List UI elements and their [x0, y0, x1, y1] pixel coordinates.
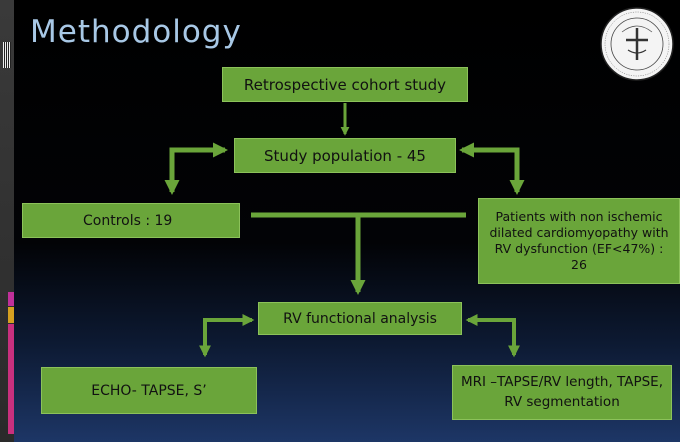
study-type-box: Retrospective cohort study — [222, 67, 468, 102]
edge-accent-magenta — [8, 292, 14, 306]
population-label: Study population - 45 — [264, 146, 426, 165]
analysis-box: RV functional analysis — [258, 302, 462, 335]
population-box: Study population - 45 — [234, 138, 456, 173]
echo-box: ECHO- TAPSE, S’ — [41, 367, 257, 414]
mri-label: MRI –TAPSE/RV length, TAPSE, RV segmenta… — [460, 373, 664, 410]
slide-edge-bar — [0, 0, 14, 442]
barcode-strip — [3, 42, 11, 68]
study-type-label: Retrospective cohort study — [243, 75, 447, 94]
patients-box: Patients with non ischemic dilated cardi… — [478, 198, 680, 284]
edge-accent-pink — [8, 324, 14, 434]
echo-label: ECHO- TAPSE, S’ — [91, 382, 207, 399]
college-seal-logo — [600, 7, 674, 81]
edge-accent-amber — [8, 307, 14, 323]
controls-box: Controls : 19 — [22, 203, 240, 238]
slide-title: Methodology — [30, 14, 242, 50]
patients-label: Patients with non ischemic dilated cardi… — [489, 208, 669, 273]
mri-box: MRI –TAPSE/RV length, TAPSE, RV segmenta… — [452, 365, 672, 420]
analysis-label: RV functional analysis — [283, 310, 437, 327]
controls-label: Controls : 19 — [83, 212, 173, 229]
